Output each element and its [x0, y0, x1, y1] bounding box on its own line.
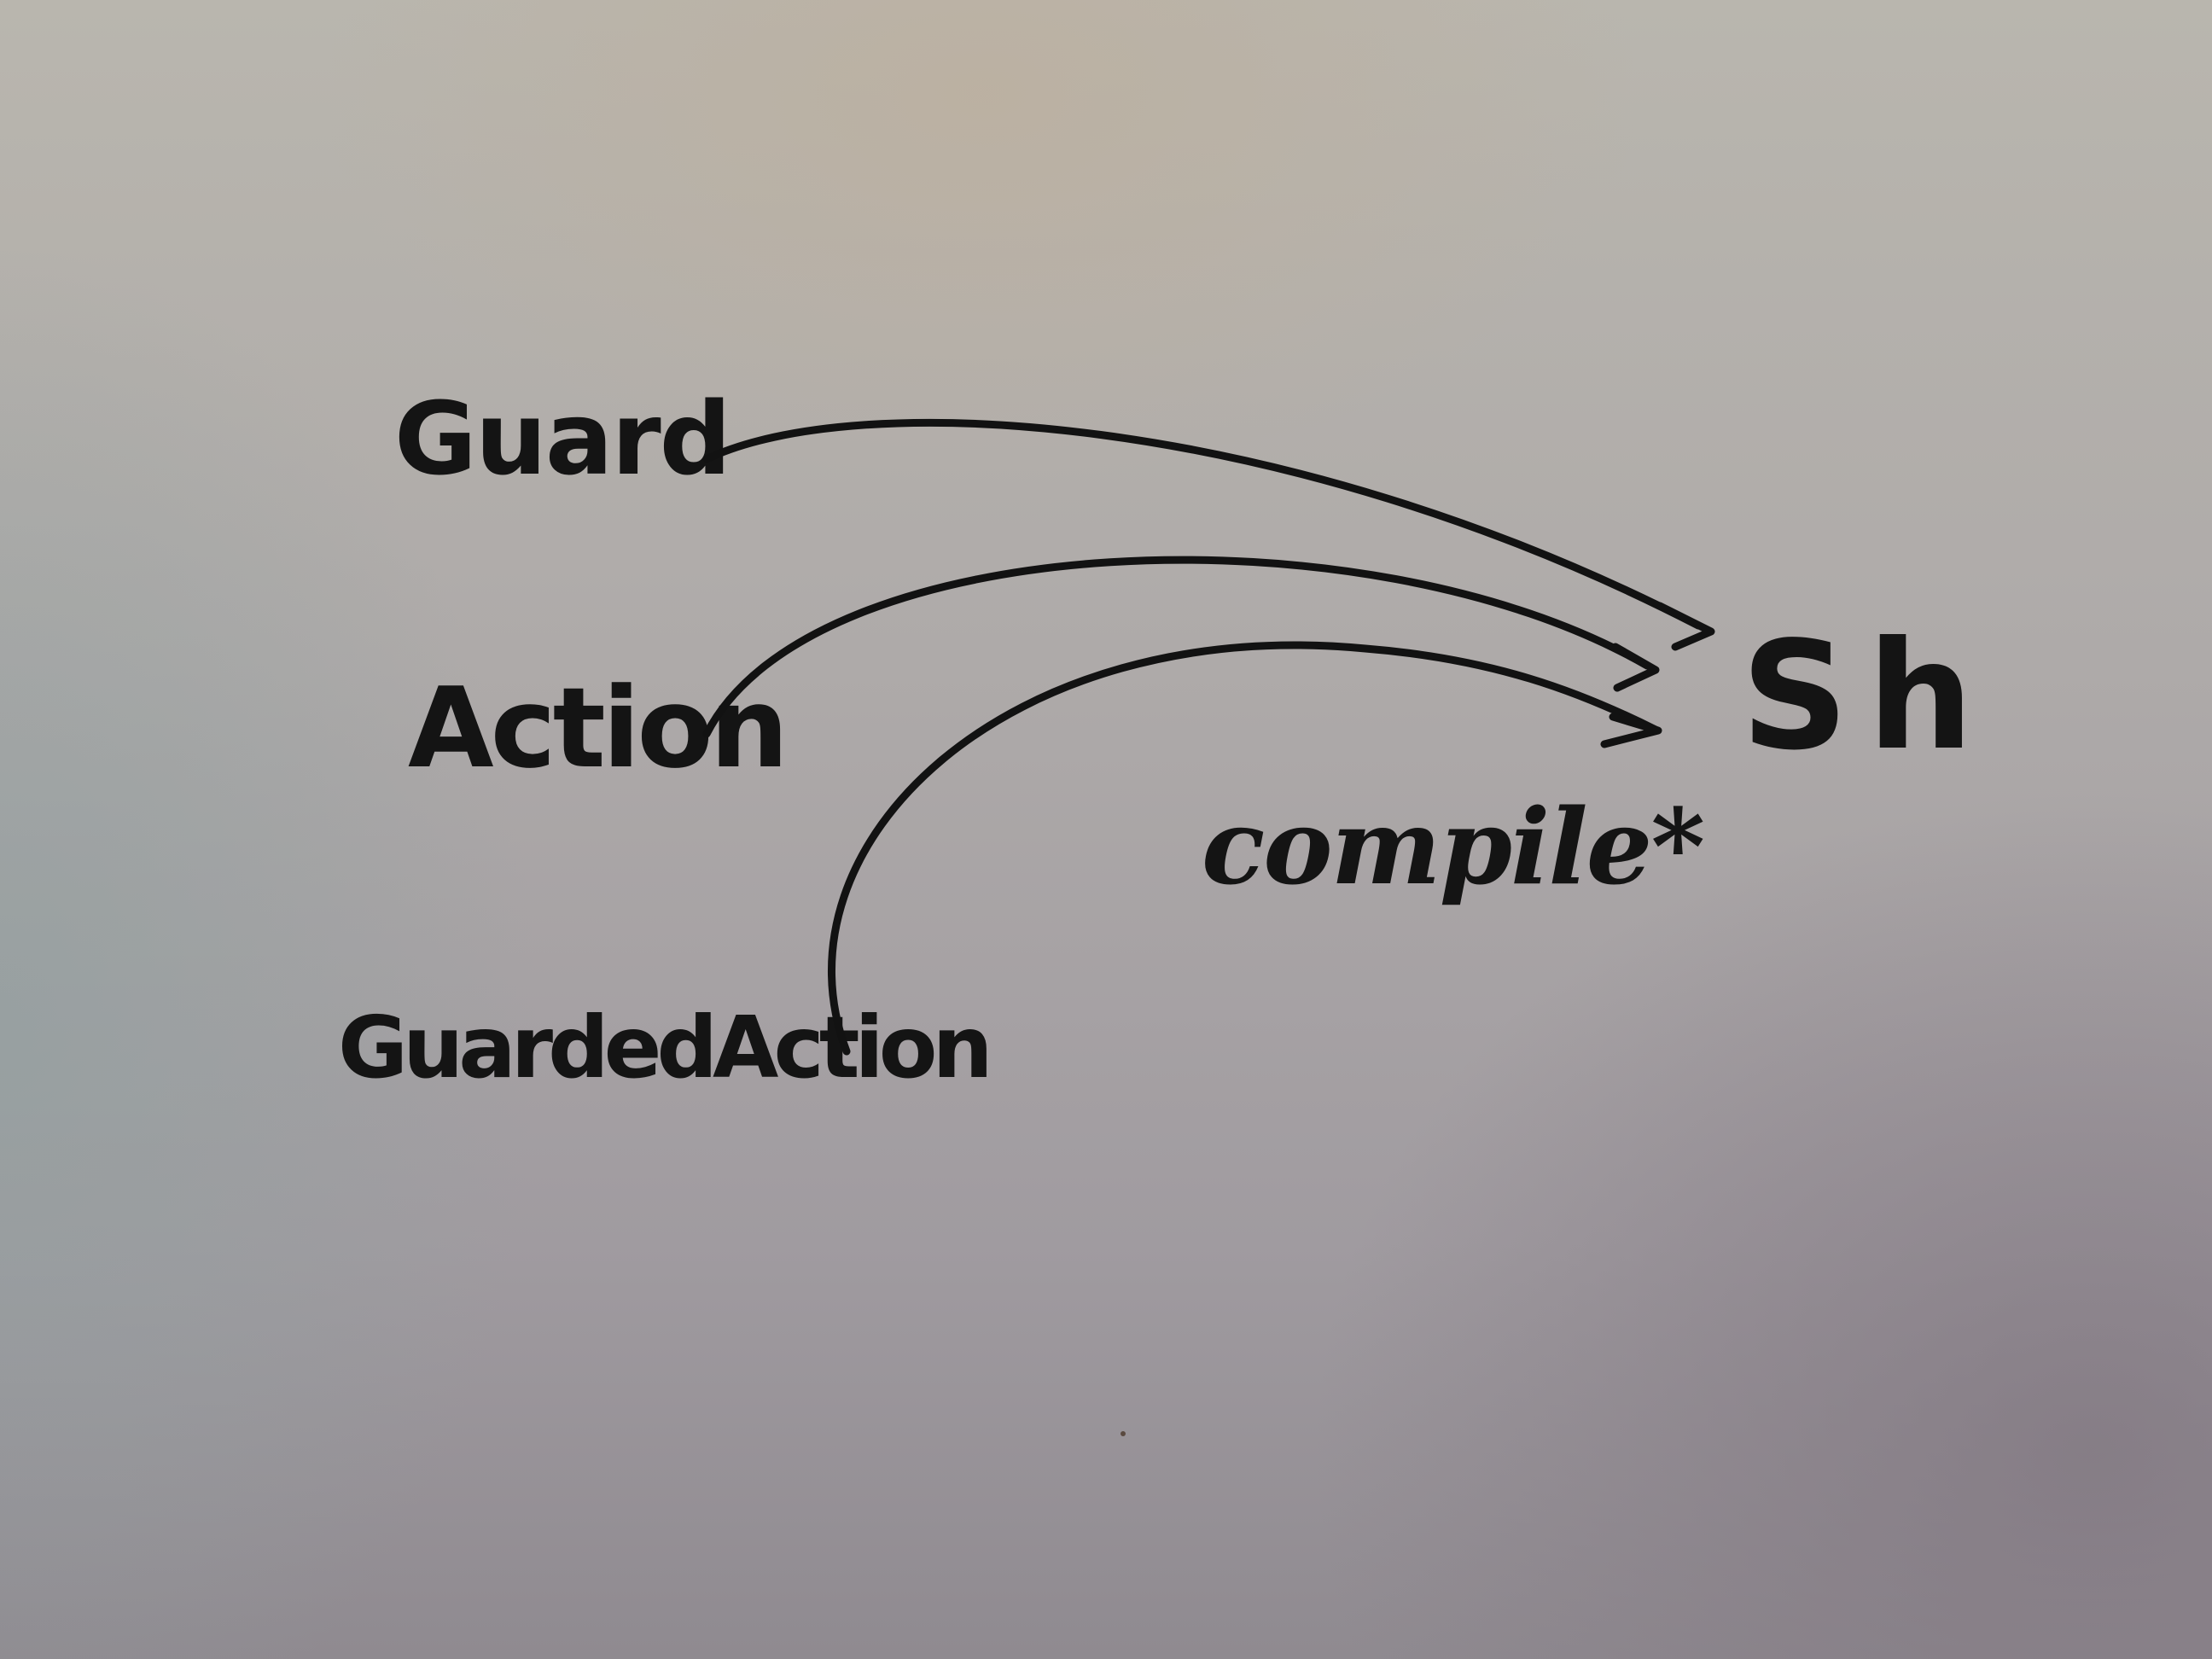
node-sh: Sh: [1741, 610, 1993, 783]
node-guard: Guard: [394, 380, 730, 498]
node-action: Action: [408, 663, 785, 793]
node-guarded-action: GuardedAction: [338, 998, 988, 1097]
arrow-guarded-action-to-sh: [828, 641, 1662, 1056]
edge-label-compile: compile*: [1202, 785, 1703, 908]
arrow-action-to-sh: [702, 556, 1660, 738]
arrow-guard-to-sh: [702, 418, 1715, 651]
board-speck: [1121, 1431, 1126, 1436]
